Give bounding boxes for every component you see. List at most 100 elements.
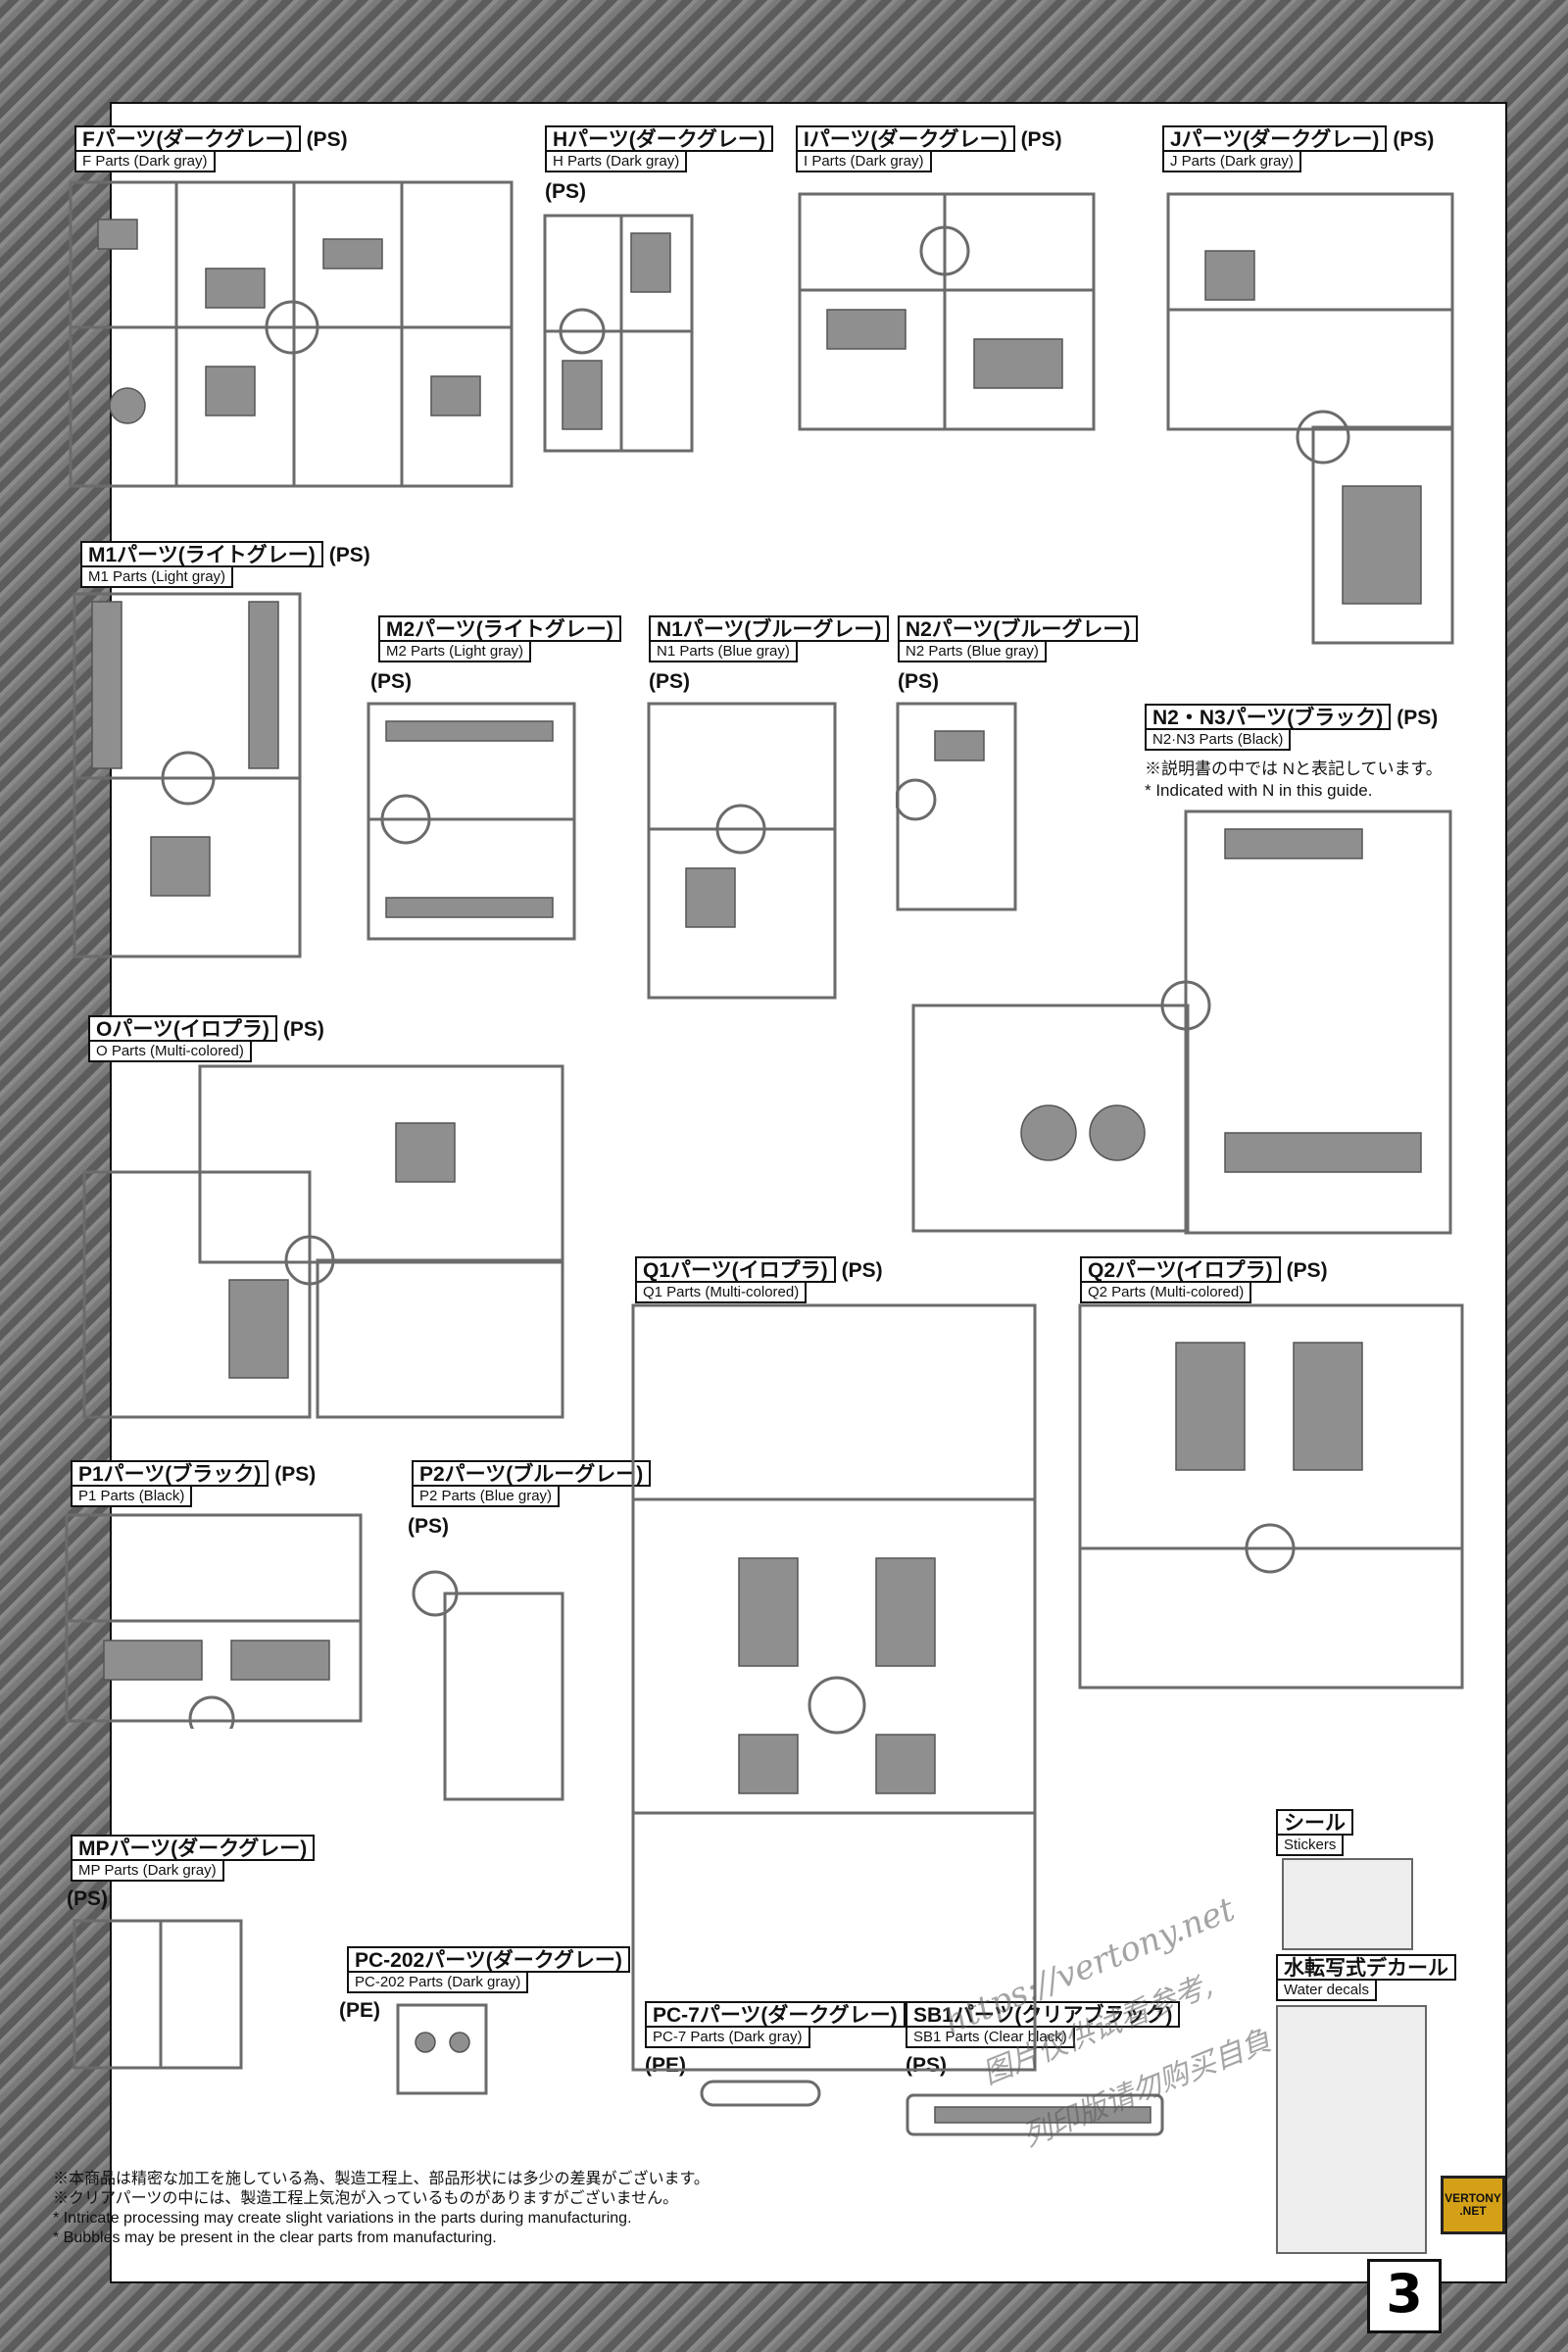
runner-q2-jp: Q2パーツ(イロプラ) xyxy=(1080,1256,1281,1283)
runner-p2-label: P2パーツ(ブルーグレー) P2 Parts (Blue gray) xyxy=(412,1460,652,1507)
runner-p2-sprue xyxy=(412,1570,564,1801)
runner-m2-label: M2パーツ(ライトグレー) M2 Parts (Light gray) xyxy=(378,615,621,662)
runner-i-label: Iパーツ(ダークグレー)(PS) I Parts (Dark gray) xyxy=(796,125,1062,172)
runner-j-en: J Parts (Dark gray) xyxy=(1162,152,1301,172)
runner-mp-jp: MPパーツ(ダークグレー) xyxy=(71,1835,316,1861)
runner-p1-label: P1パーツ(ブラック)(PS) P1 Parts (Black) xyxy=(71,1460,316,1507)
runner-h-sprue xyxy=(543,214,694,453)
runner-m1-sprue xyxy=(73,592,302,958)
runner-h-label: Hパーツ(ダークグレー) H Parts (Dark gray) xyxy=(545,125,773,172)
runner-f-sprue xyxy=(69,180,514,488)
note-en-2: * Bubbles may be present in the clear pa… xyxy=(53,2230,497,2246)
runner-n2-mat: (PS) xyxy=(898,670,939,693)
runner-n1-en: N1 Parts (Blue gray) xyxy=(649,642,798,662)
runner-i-mat: (PS) xyxy=(1020,128,1062,151)
runner-pc7-en: PC-7 Parts (Dark gray) xyxy=(645,2028,810,2048)
runner-mp-sprue xyxy=(73,1919,243,2070)
runner-q1-label: Q1パーツ(イロプラ)(PS) Q1 Parts (Multi-colored) xyxy=(635,1256,883,1303)
runner-j-jp: Jパーツ(ダークグレー) xyxy=(1162,125,1388,152)
runner-n23-note-jp: ※説明書の中では Nと表記しています。 xyxy=(1145,760,1443,778)
runner-o-mat: (PS) xyxy=(282,1018,324,1041)
runner-q2-sprue xyxy=(1078,1303,1464,1690)
runner-n23-jp: N2・N3パーツ(ブラック) xyxy=(1145,704,1392,730)
runner-pc7-sprue xyxy=(700,2080,821,2107)
runner-n1-mat: (PS) xyxy=(649,670,690,693)
runner-m2-jp: M2パーツ(ライトグレー) xyxy=(378,615,621,642)
runner-q2-en: Q2 Parts (Multi-colored) xyxy=(1080,1283,1252,1303)
runner-h-mat: (PS) xyxy=(545,180,586,203)
runner-n1-jp: N1パーツ(ブルーグレー) xyxy=(649,615,890,642)
stickers-en: Stickers xyxy=(1276,1836,1345,1856)
runner-m1-label: M1パーツ(ライトグレー)(PS) M1 Parts (Light gray) xyxy=(80,541,370,588)
runner-pc7-label: PC-7パーツ(ダークグレー) PC-7 Parts (Dark gray) xyxy=(645,2001,906,2048)
runner-n2-en: N2 Parts (Blue gray) xyxy=(898,642,1047,662)
runner-q1-jp: Q1パーツ(イロプラ) xyxy=(635,1256,836,1283)
note-jp-2: ※クリアパーツの中には、製造工程上気泡が入っているものがありますがございません。 xyxy=(53,2190,679,2207)
runner-f-mat: (PS) xyxy=(306,128,348,151)
runner-o-sprue xyxy=(82,1064,564,1419)
runner-p2-mat: (PS) xyxy=(408,1515,449,1538)
runner-p2-jp: P2パーツ(ブルーグレー) xyxy=(412,1460,652,1487)
runner-pc7-jp: PC-7パーツ(ダークグレー) xyxy=(645,2001,906,2028)
runner-j-sprue xyxy=(1166,192,1454,645)
runner-n2-label: N2パーツ(ブルーグレー) N2 Parts (Blue gray) xyxy=(898,615,1139,662)
stickers-label: シール Stickers xyxy=(1276,1809,1353,1856)
runner-n23-label: N2・N3パーツ(ブラック)(PS) N2·N3 Parts (Black) xyxy=(1145,704,1438,751)
runner-m2-mat: (PS) xyxy=(370,670,412,693)
runner-pc202-sprue xyxy=(396,2003,488,2095)
runner-q2-label: Q2パーツ(イロプラ)(PS) Q2 Parts (Multi-colored) xyxy=(1080,1256,1328,1303)
decals-label: 水転写式デカール Water decals xyxy=(1276,1954,1456,2001)
runner-i-jp: Iパーツ(ダークグレー) xyxy=(796,125,1015,152)
runner-n1-sprue xyxy=(647,702,837,1000)
runner-i-sprue xyxy=(798,192,1096,431)
stickers-jp: シール xyxy=(1276,1809,1353,1836)
runner-f-en: F Parts (Dark gray) xyxy=(74,152,216,172)
runner-j-label: Jパーツ(ダークグレー)(PS) J Parts (Dark gray) xyxy=(1162,125,1434,172)
runner-j-mat: (PS) xyxy=(1393,128,1435,151)
runner-q2-mat: (PS) xyxy=(1286,1259,1328,1282)
runner-sb1-en: SB1 Parts (Clear black) xyxy=(906,2028,1075,2048)
runner-h-en: H Parts (Dark gray) xyxy=(545,152,688,172)
runner-h-jp: Hパーツ(ダークグレー) xyxy=(545,125,773,152)
runner-m1-en: M1 Parts (Light gray) xyxy=(80,567,234,588)
runner-pc202-en: PC-202 Parts (Dark gray) xyxy=(347,1973,529,1993)
runner-n2-sprue xyxy=(896,702,1017,911)
runner-mp-label: MPパーツ(ダークグレー) MP Parts (Dark gray) xyxy=(71,1835,316,1882)
runner-m2-sprue xyxy=(367,702,576,941)
runner-m2-en: M2 Parts (Light gray) xyxy=(378,642,532,662)
runner-mp-mat: (PS) xyxy=(67,1887,108,1910)
runner-p1-mat: (PS) xyxy=(274,1463,317,1486)
runner-f-label: Fパーツ(ダークグレー)(PS) F Parts (Dark gray) xyxy=(74,125,348,172)
runner-f-jp: Fパーツ(ダークグレー) xyxy=(74,125,301,152)
runner-n23-note-en: * Indicated with N in this guide. xyxy=(1145,781,1373,800)
vertony-logo: VERTONY .NET xyxy=(1441,2176,1505,2234)
runner-sb1-label: SB1パーツ(クリアブラック) SB1 Parts (Clear black) xyxy=(906,2001,1181,2048)
note-jp-1: ※本商品は精密な加工を施している為、製造工程上、部品形状には多少の差異がございま… xyxy=(53,2171,710,2187)
runner-q1-en: Q1 Parts (Multi-colored) xyxy=(635,1283,808,1303)
runner-p2-en: P2 Parts (Blue gray) xyxy=(412,1487,561,1507)
water-decal-sheet-image xyxy=(1276,2005,1427,2254)
runner-o-label: Oパーツ(イロプラ)(PS) O Parts (Multi-colored) xyxy=(88,1015,324,1062)
runner-pc202-label: PC-202パーツ(ダークグレー) PC-202 Parts (Dark gra… xyxy=(347,1946,630,1993)
runner-pc202-mat: (PE) xyxy=(339,1999,380,2022)
runner-o-en: O Parts (Multi-colored) xyxy=(88,1042,252,1062)
runner-sb1-jp: SB1パーツ(クリアブラック) xyxy=(906,2001,1181,2028)
runner-pc202-jp: PC-202パーツ(ダークグレー) xyxy=(347,1946,630,1973)
runner-m1-mat: (PS) xyxy=(328,544,370,566)
runner-n23-mat: (PS) xyxy=(1396,707,1439,729)
runner-sb1-sprue xyxy=(906,2093,1164,2136)
runner-p1-en: P1 Parts (Black) xyxy=(71,1487,193,1507)
sticker-sheet-image xyxy=(1282,1858,1413,1950)
runner-q1-mat: (PS) xyxy=(841,1259,883,1282)
runner-mp-en: MP Parts (Dark gray) xyxy=(71,1861,224,1882)
decals-en: Water decals xyxy=(1276,1981,1377,2001)
runner-n23-sprue xyxy=(911,809,1452,1235)
runner-p1-jp: P1パーツ(ブラック) xyxy=(71,1460,270,1487)
instruction-sheet: Fパーツ(ダークグレー)(PS) F Parts (Dark gray) Hパー… xyxy=(53,102,1507,2283)
runner-n23-en: N2·N3 Parts (Black) xyxy=(1145,730,1292,751)
page-number: 3 xyxy=(1367,2259,1442,2333)
runner-i-en: I Parts (Dark gray) xyxy=(796,152,932,172)
note-en-1: * Intricate processing may create slight… xyxy=(53,2210,632,2227)
runner-p1-sprue xyxy=(65,1513,363,1729)
runner-n1-label: N1パーツ(ブルーグレー) N1 Parts (Blue gray) xyxy=(649,615,890,662)
